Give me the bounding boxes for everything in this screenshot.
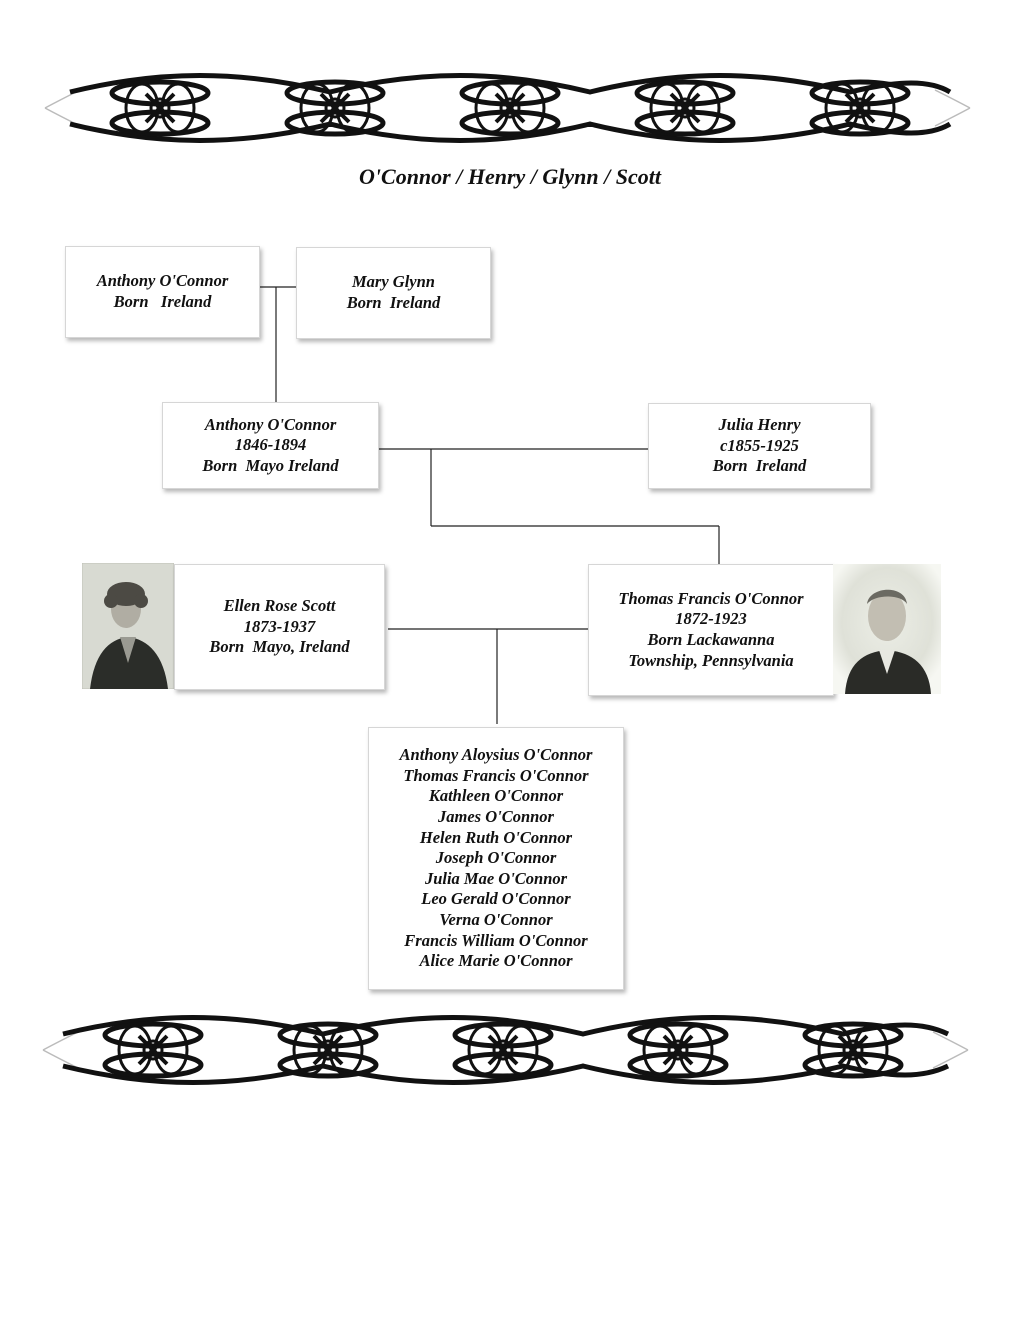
person-birthplace: Born Ireland [346,293,441,312]
child-name: Anthony Aloysius O'Connor [399,745,593,765]
person-birthplace: Born Mayo, Ireland [209,637,350,657]
child-name: Thomas Francis O'Connor [403,765,589,785]
person-name: Anthony O'Connor [96,271,229,291]
child-name: Joseph O'Connor [435,848,557,868]
child-name: Francis William O'Connor [404,930,588,950]
person-name: Julia Henry [718,415,801,435]
person-name: Anthony O'Connor [204,414,337,434]
person-birthplace: Born Mayo Ireland [202,455,339,475]
person-box-anthony: Anthony O'Connor 1846-1894 Born Mayo Ire… [162,402,379,489]
person-name: Mary Glynn [352,272,435,292]
child-name: Julia Mae O'Connor [424,868,568,888]
child-name: Helen Ruth O'Connor [419,827,573,847]
person-box-thomas: Thomas Francis O'Connor 1872-1923 Born L… [588,564,834,696]
person-box-anthony-sr: Anthony O'Connor Born Ireland [65,246,260,338]
chart-title: O'Connor / Henry / Glynn / Scott [359,164,661,189]
person-birthplace: Born Ireland [712,456,807,476]
person-box-ellen: Ellen Rose Scott 1873-1937 Born Mayo, Ir… [174,564,385,690]
person-box-mary-glynn: Mary Glynn Born Ireland [296,247,491,339]
person-name: Thomas Francis O'Connor [618,588,804,608]
person-dates: 1872-1923 [675,609,747,629]
person-box-julia-henry: Julia Henry c1855-1925 Born Ireland [648,403,871,489]
child-name: Verna O'Connor [439,909,553,929]
person-birthplace: Born Lackawanna [647,630,775,649]
person-dates: c1855-1925 [720,435,799,455]
bottom-ornamental-border [42,1015,969,1085]
top-ornamental-border [44,73,971,143]
person-dates: 1873-1937 [243,616,316,636]
child-name: Leo Gerald O'Connor [421,889,571,909]
thomas-portrait-photo [833,564,941,694]
children-list-box: Anthony Aloysius O'Connor Thomas Francis… [368,727,624,990]
ellen-portrait-photo [82,563,174,689]
person-name: Ellen Rose Scott [223,596,336,616]
person-birthplace-cont: Township, Pennsylvania [628,650,794,670]
child-name: James O'Connor [438,807,554,827]
person-dates: 1846-1894 [234,435,307,455]
child-name: Alice Marie O'Connor [419,951,573,971]
person-birthplace: Born Ireland [113,292,212,311]
child-name: Kathleen O'Connor [428,786,564,806]
